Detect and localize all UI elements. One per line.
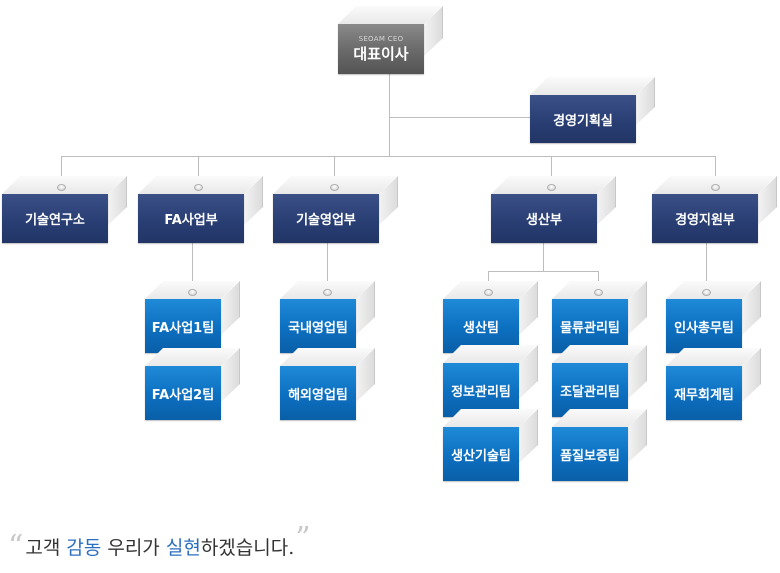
dot-fa — [194, 184, 203, 191]
connector-ceo-down — [389, 72, 390, 156]
ceo-title: 대표이사 — [353, 44, 409, 63]
dot-fa-teams — [188, 289, 197, 296]
dept-production-label: 생산부 — [491, 194, 597, 243]
team-info-label: 정보관리팀 — [443, 363, 519, 417]
open-quote-icon: “ — [8, 529, 24, 564]
connector-fa-teams — [192, 243, 193, 291]
team-finance-label: 재무회계팀 — [666, 366, 742, 420]
team-overseas-box: 해외영업팀 — [280, 348, 374, 420]
dot-production — [547, 184, 556, 191]
team-fa2-box: FA사업2팀 — [145, 348, 239, 420]
dept-support-label: 경영지원부 — [652, 194, 758, 243]
team-logistics-label: 물류관리팀 — [552, 299, 628, 353]
connector-fa — [198, 156, 199, 184]
team-domestic-label: 국내영업팀 — [280, 299, 356, 353]
team-procurement-label: 조달관리팀 — [552, 363, 628, 417]
connector-prod-down — [543, 243, 544, 271]
team-finance-box: 재무회계팀 — [666, 348, 760, 420]
team-hr-label: 인사총무팀 — [666, 299, 742, 353]
dot-prod-right — [594, 289, 603, 296]
slogan-highlight-1: 감동 — [66, 537, 102, 559]
dot-prod-left — [484, 289, 493, 296]
team-fa2-label: FA사업2팀 — [145, 366, 221, 420]
connector-prod-bar — [488, 271, 599, 272]
dept-production-box: 생산부 — [491, 176, 615, 243]
planning-office-label: 경영기획실 — [530, 95, 636, 143]
team-production-label: 생산팀 — [443, 299, 519, 353]
team-fa1-label: FA사업1팀 — [145, 299, 221, 353]
dot-support-teams — [702, 289, 711, 296]
dept-rnd-box: 기술연구소 — [2, 176, 126, 243]
team-prod-tech-box: 생산기술팀 — [443, 409, 537, 481]
team-procurement-box: 조달관리팀 — [552, 345, 646, 417]
team-quality-label: 품질보증팀 — [552, 427, 628, 481]
dept-support-box: 경영지원부 — [652, 176, 776, 243]
planning-office-box: 경영기획실 — [530, 77, 654, 143]
connector-sales-teams — [327, 243, 328, 291]
connector-planning — [389, 117, 530, 118]
dept-rnd-label: 기술연구소 — [2, 194, 108, 243]
slogan-part-1: 고객 — [25, 537, 67, 559]
dot-tech-sales — [330, 184, 339, 191]
close-quote-icon: ” — [295, 521, 311, 556]
slogan-highlight-2: 실현 — [165, 537, 201, 559]
team-logistics-box: 물류관리팀 — [552, 281, 646, 353]
dot-sales-teams — [323, 289, 332, 296]
dot-rnd — [57, 184, 66, 191]
ceo-subtitle: SEOAM CEO — [358, 34, 404, 43]
team-overseas-label: 해외영업팀 — [280, 366, 356, 420]
slogan-part-3: 하겠습니다. — [200, 537, 295, 559]
connector-support — [715, 156, 716, 184]
connector-dept-bar — [61, 156, 715, 157]
team-quality-box: 품질보증팀 — [552, 409, 646, 481]
dot-support — [711, 184, 720, 191]
dept-tech-sales-label: 기술영업부 — [273, 194, 379, 243]
slogan-part-2: 우리가 — [101, 537, 166, 559]
connector-support-teams — [706, 243, 707, 291]
dept-fa-label: FA사업부 — [138, 194, 244, 243]
team-prod-tech-label: 생산기술팀 — [443, 427, 519, 481]
slogan: “고객 감동 우리가 실현하겠습니다.” — [8, 521, 311, 564]
connector-production — [551, 156, 552, 184]
connector-tech-sales — [334, 156, 335, 184]
ceo-box: SEOAM CEO 대표이사 — [338, 6, 442, 74]
team-info-box: 정보관리팀 — [443, 345, 537, 417]
dept-fa-box: FA사업부 — [138, 176, 262, 243]
connector-rnd — [61, 156, 62, 184]
team-hr-box: 인사총무팀 — [666, 281, 760, 353]
